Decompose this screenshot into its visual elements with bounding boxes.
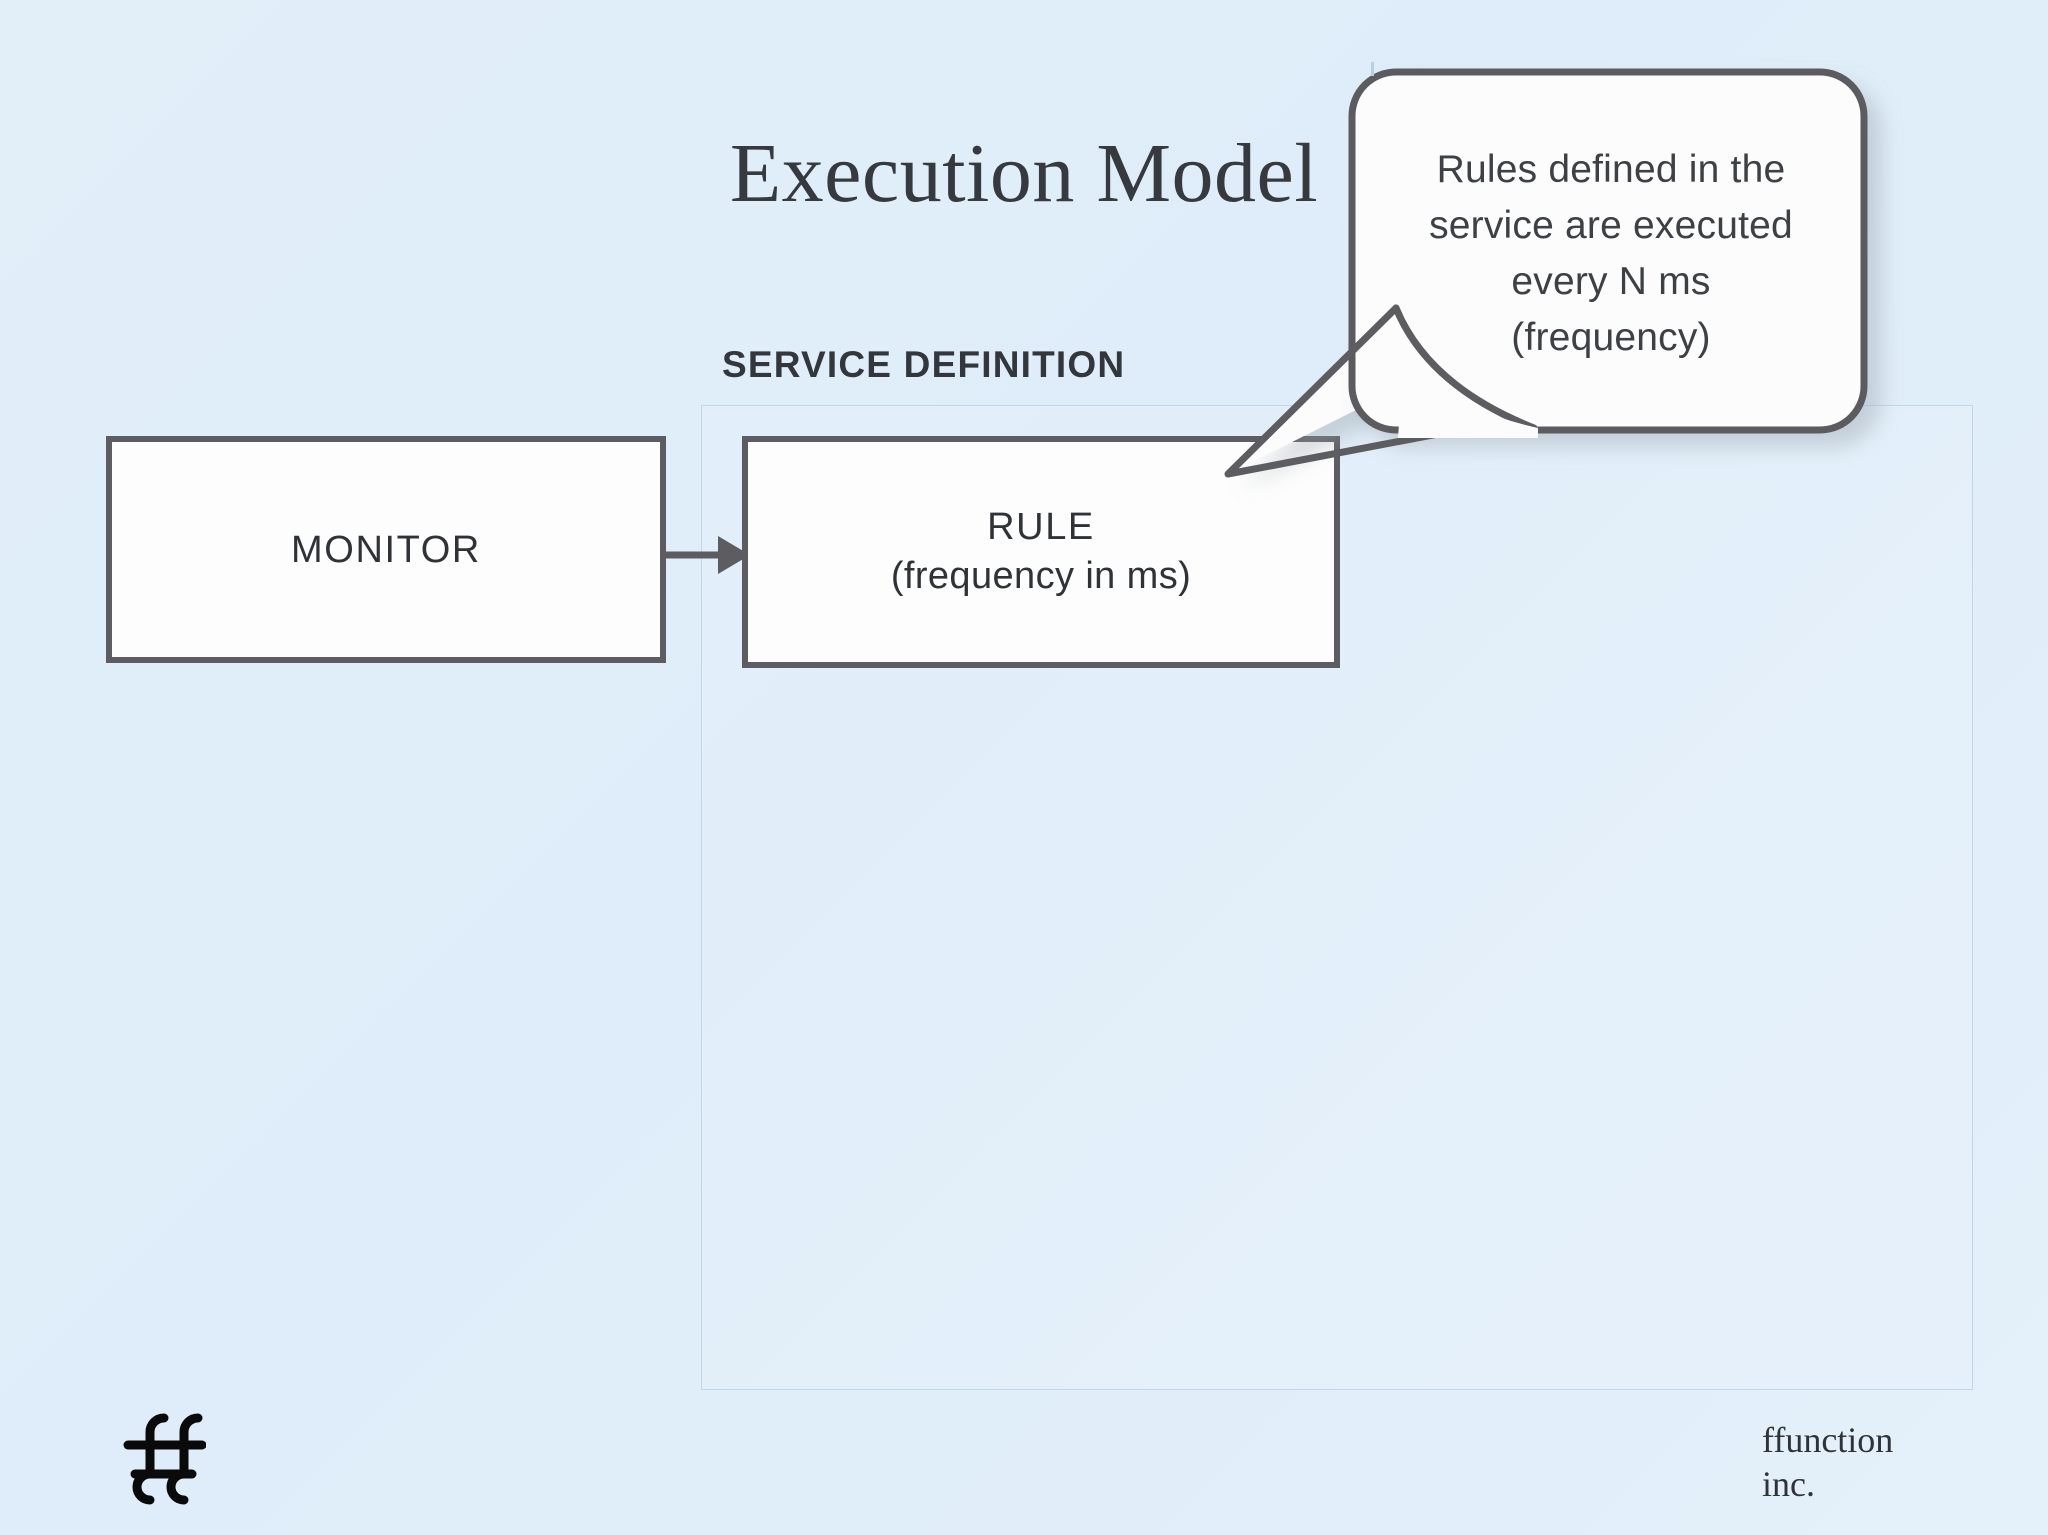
section-label-service-definition: SERVICE DEFINITION	[722, 344, 1126, 385]
diagram-node-rule-subtitle: (frequency in ms)	[890, 555, 1192, 597]
diagram-node-monitor[interactable]: MONITOR	[106, 436, 666, 663]
footer-credit-line: ffunction	[1762, 1420, 1894, 1460]
callout-line: every N ms	[1511, 260, 1711, 303]
callout-line: Rules defined in the	[1436, 148, 1786, 191]
diagram-node-monitor-title: MONITOR	[291, 528, 481, 571]
callout-line: (frequency)	[1511, 316, 1711, 359]
callout-line: service are executed	[1429, 204, 1793, 247]
page-title: Execution Model	[729, 127, 1319, 220]
callout-bubble-text: Rules defined in the service are execute…	[1380, 142, 1842, 366]
footer-credit: ffunction inc.	[1762, 1418, 1893, 1506]
decorative-tick	[1371, 62, 1374, 76]
footer-credit-line: inc.	[1762, 1464, 1815, 1504]
callout-bubble: Rules defined in the service are execute…	[1224, 56, 1878, 478]
ff-ligature-logo-icon	[123, 1413, 206, 1505]
diagram-node-rule-title: RULE	[987, 506, 1095, 548]
diagram-node-rule[interactable]: RULE (frequency in ms)	[742, 436, 1340, 668]
connector-arrow-icon	[660, 536, 750, 574]
callout-bubble-shape	[1224, 68, 1868, 478]
